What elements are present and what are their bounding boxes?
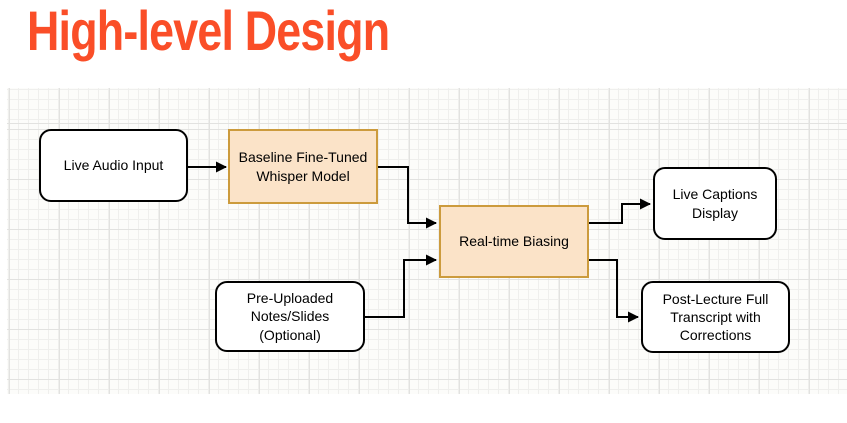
node-post-lecture: Post-Lecture Full Transcript with Correc… xyxy=(641,281,790,353)
node-label-live-audio-input: Live Audio Input xyxy=(63,157,164,174)
node-label-live-captions: Live Captions Display xyxy=(672,186,758,221)
node-realtime-biasing: Real-time Biasing xyxy=(439,205,589,278)
node-label-realtime-biasing: Real-time Biasing xyxy=(459,233,569,250)
node-label-pre-uploaded: Pre-Uploaded Notes/Slides (Optional) xyxy=(246,290,334,343)
node-live-captions: Live Captions Display xyxy=(653,167,777,240)
node-whisper-model: Baseline Fine-Tuned Whisper Model xyxy=(228,129,378,204)
node-live-audio-input: Live Audio Input xyxy=(39,129,188,202)
node-label-post-lecture: Post-Lecture Full Transcript with Correc… xyxy=(662,290,769,344)
page-title: High-level Design xyxy=(27,0,390,62)
node-pre-uploaded: Pre-Uploaded Notes/Slides (Optional) xyxy=(215,281,365,352)
node-label-whisper-model: Baseline Fine-Tuned Whisper Model xyxy=(238,149,368,184)
